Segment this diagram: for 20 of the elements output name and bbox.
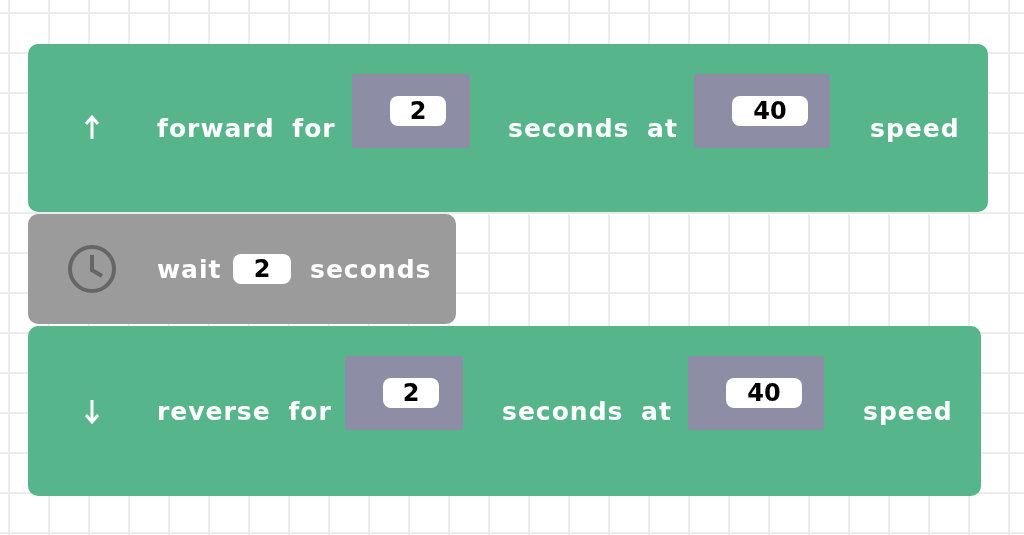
- number-field: 2: [383, 378, 439, 408]
- block-label: seconds: [310, 254, 432, 284]
- block-label: wait: [157, 254, 222, 284]
- value-slot: [345, 356, 463, 430]
- block-label: speed: [863, 396, 953, 426]
- number-field: 2: [233, 254, 291, 284]
- block-label: seconds at: [502, 396, 672, 426]
- command-block: [28, 326, 981, 496]
- command-block: [28, 214, 456, 324]
- block-label: reverse for: [157, 396, 332, 426]
- block-label: speed: [870, 113, 960, 143]
- number-field: 40: [726, 378, 802, 408]
- value-slot: [688, 356, 824, 430]
- number-field: 2: [390, 96, 446, 126]
- number-field: 40: [732, 96, 808, 126]
- value-slot: [352, 74, 470, 148]
- block-label: seconds at: [508, 113, 678, 143]
- value-slot: [694, 74, 830, 148]
- command-block: [28, 44, 988, 212]
- block-label: forward for: [157, 113, 336, 143]
